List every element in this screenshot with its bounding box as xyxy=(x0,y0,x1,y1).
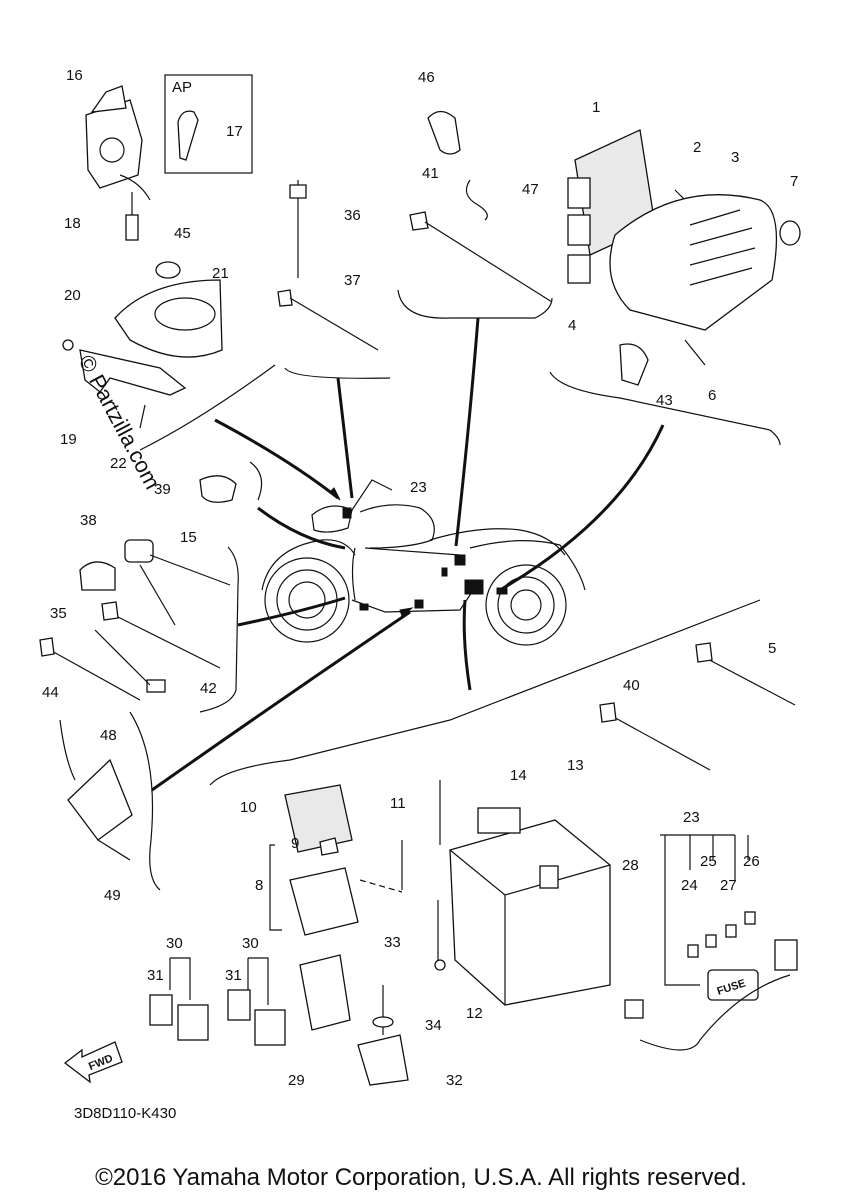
fuse-box-harness xyxy=(624,834,798,1051)
part-label-p22: 22 xyxy=(110,455,127,472)
part-label-p36: 36 xyxy=(344,207,361,224)
part-label-p9: 9 xyxy=(291,835,299,852)
part-label-p4: 4 xyxy=(568,317,576,334)
part-label-p26: 26 xyxy=(743,853,760,870)
part-label-p27: 27 xyxy=(720,877,737,894)
part-label-p10: 10 xyxy=(240,799,257,816)
part-label-p37: 37 xyxy=(344,272,361,289)
part-label-p29: 29 xyxy=(288,1072,305,1089)
part-label-p49: 49 xyxy=(104,887,121,904)
part-label-p18: 18 xyxy=(64,215,81,232)
rectifier-regulator xyxy=(567,129,801,386)
meter-assembly xyxy=(62,261,223,429)
part-label-p30b: 30 xyxy=(242,935,259,952)
part-label-p20: 20 xyxy=(64,287,81,304)
leader-lines xyxy=(151,317,665,792)
part-label-p39: 39 xyxy=(154,481,171,498)
horn xyxy=(59,719,133,861)
part-label-p43: 43 xyxy=(656,392,673,409)
part-label-p28: 28 xyxy=(622,857,639,874)
part-label-p13: 13 xyxy=(567,757,584,774)
part-label-p30a: 30 xyxy=(166,935,183,952)
main-switch xyxy=(85,85,151,241)
part-label-p41: 41 xyxy=(422,165,439,182)
part-label-p14: 14 xyxy=(510,767,527,784)
part-label-p47: 47 xyxy=(522,181,539,198)
part-label-p45: 45 xyxy=(174,225,191,242)
copyright-notice: ©2016 Yamaha Motor Corporation, U.S.A. A… xyxy=(95,1164,747,1191)
part-label-p21: 21 xyxy=(212,265,229,282)
part-label-p7: 7 xyxy=(790,173,798,190)
fwd-arrow-icon xyxy=(63,1041,123,1084)
part-label-p25: 25 xyxy=(700,853,717,870)
part-label-p11: 11 xyxy=(390,795,406,812)
sensors xyxy=(79,475,237,693)
group-boundaries xyxy=(129,289,781,891)
part-label-p1: 1 xyxy=(592,99,600,116)
part-label-p23a: 23 xyxy=(410,479,427,496)
battery xyxy=(434,780,611,1006)
part-label-p42: 42 xyxy=(200,680,217,697)
part-label-p32: 32 xyxy=(446,1072,463,1089)
part-label-p35: 35 xyxy=(50,605,67,622)
starter-relay xyxy=(269,784,403,936)
part-label-p2: 2 xyxy=(693,139,701,156)
part-label-p34: 34 xyxy=(425,1017,442,1034)
relays xyxy=(149,954,409,1086)
part-label-p31b: 31 xyxy=(225,967,242,984)
part-label-p48: 48 xyxy=(100,727,117,744)
part-label-p19: 19 xyxy=(60,431,77,448)
part-label-p16: 16 xyxy=(66,67,83,84)
part-label-p44: 44 xyxy=(42,684,59,701)
part-label-p8: 8 xyxy=(255,877,263,894)
part-label-p17: 17 xyxy=(226,123,243,140)
part-label-p46: 46 xyxy=(418,69,435,86)
part-label-p12: 12 xyxy=(466,1005,483,1022)
clips-and-bands xyxy=(39,110,796,771)
part-label-p6: 6 xyxy=(708,387,716,404)
part-label-p24: 24 xyxy=(681,877,698,894)
part-label-p5: 5 xyxy=(768,640,776,657)
drawing-code: 3D8D110-K430 xyxy=(74,1105,176,1122)
part-label-p33: 33 xyxy=(384,934,401,951)
part-label-p15: 15 xyxy=(180,529,197,546)
part-label-p3: 3 xyxy=(731,149,739,166)
part-label-p40: 40 xyxy=(623,677,640,694)
ap-box xyxy=(164,74,253,174)
part-label-p31a: 31 xyxy=(147,967,164,984)
part-label-p38: 38 xyxy=(80,512,97,529)
motorcycle-outline xyxy=(261,479,586,646)
ap-box-label: AP xyxy=(172,79,192,96)
part-label-p23b: 23 xyxy=(683,809,700,826)
key-icon xyxy=(177,110,199,161)
